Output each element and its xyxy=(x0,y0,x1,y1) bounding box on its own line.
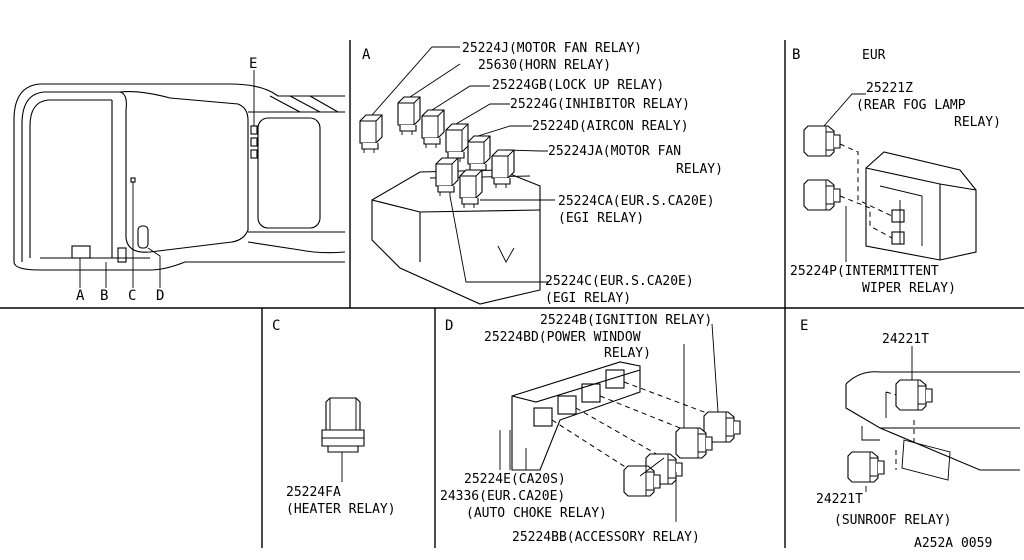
callout-c-1: 25224FA xyxy=(286,485,341,500)
callout-b-3: RELAY) xyxy=(954,115,1001,130)
label-c: C xyxy=(128,288,136,304)
panel-a-title: A xyxy=(362,47,371,63)
panel-e-title: E xyxy=(800,318,808,334)
panel-d-drawing xyxy=(499,323,741,522)
callout-e-2: 24221T xyxy=(816,492,863,507)
panel-b-title: B xyxy=(792,47,800,63)
callout-a-9: (EGI RELAY) xyxy=(558,211,644,226)
panel-e-drawing xyxy=(845,346,1020,492)
callout-d-3: RELAY) xyxy=(604,346,651,361)
callout-a-5: 25224D(AIRCON REALY) xyxy=(532,119,689,134)
car-overview-drawing xyxy=(13,70,346,288)
callout-d-6: (AUTO CHOKE RELAY) xyxy=(466,506,607,521)
panel-separators xyxy=(0,40,1024,548)
callout-b-2: (REAR FOG LAMP xyxy=(856,98,966,113)
panel-b-region: EUR xyxy=(862,48,886,63)
callout-a-4: 25224G(INHIBITOR RELAY) xyxy=(510,97,690,112)
panel-a-drawing xyxy=(359,46,555,305)
callout-a-3: 25224GB(LOCK UP RELAY) xyxy=(492,78,664,93)
callout-a-2: 25630(HORN RELAY) xyxy=(478,58,611,73)
figure-code: A252A 0059 xyxy=(914,536,992,551)
callout-c-2: (HEATER RELAY) xyxy=(286,502,396,517)
callout-a-10: 25224C(EUR.S.CA20E) xyxy=(545,274,694,289)
panel-c-title: C xyxy=(272,318,280,334)
label-a: A xyxy=(76,288,85,304)
panel-b-drawing xyxy=(803,93,977,262)
callout-d-1: 25224B(IGNITION RELAY) xyxy=(540,313,712,328)
label-d: D xyxy=(156,288,164,304)
callout-d-4: 25224E(CA20S) xyxy=(464,472,566,487)
callout-a-6: 25224JA(MOTOR FAN xyxy=(548,144,681,159)
callout-a-1: 25224J(MOTOR FAN RELAY) xyxy=(462,41,642,56)
callout-b-4: 25224P(INTERMITTENT xyxy=(790,264,939,279)
callout-a-8: 25224CA(EUR.S.CA20E) xyxy=(558,194,715,209)
callout-d-2: 25224BD(POWER WINDOW xyxy=(484,330,641,345)
callout-a-11: (EGI RELAY) xyxy=(545,291,631,306)
panel-d-title: D xyxy=(445,318,453,334)
callout-a-7: RELAY) xyxy=(676,162,723,177)
callout-b-1: 25221Z xyxy=(866,81,913,96)
label-b: B xyxy=(100,288,108,304)
callout-b-5: WIPER RELAY) xyxy=(862,281,956,296)
label-e: E xyxy=(249,56,257,72)
callout-d-7: 25224BB(ACCESSORY RELAY) xyxy=(512,530,700,545)
callout-d-5: 24336(EUR.CA20E) xyxy=(440,489,565,504)
callout-e-3: (SUNROOF RELAY) xyxy=(834,513,951,528)
panel-c-drawing xyxy=(321,397,365,482)
callout-e-1: 24221T xyxy=(882,332,929,347)
